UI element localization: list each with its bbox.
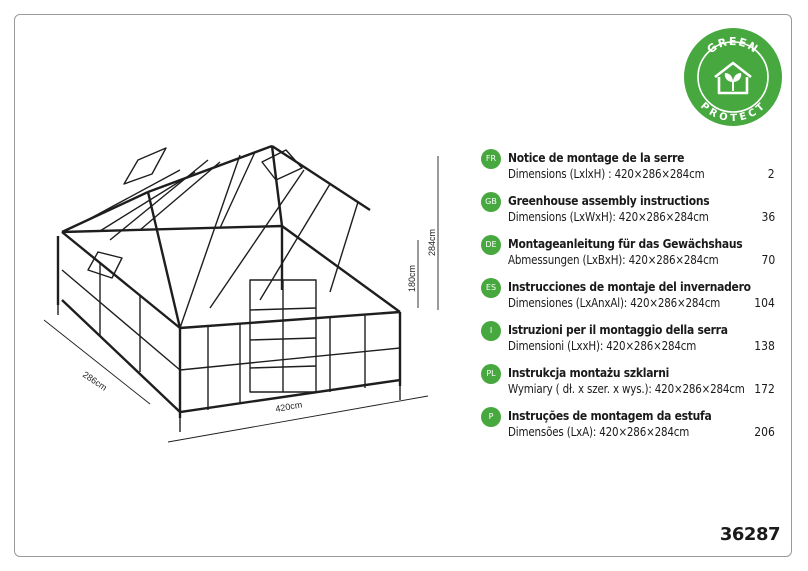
toc-title: Istruzioni per il montaggio della serra (508, 322, 728, 337)
toc-title: Montageanleitung für das Gewächshaus (508, 236, 743, 251)
language-badge: FR (481, 149, 501, 169)
language-badge: PL (481, 364, 501, 384)
toc-dimensions: Dimensioni (LxxH): 420×286×284cm (508, 339, 697, 353)
toc-item-gb: GB Greenhouse assembly instructions Dime… (481, 191, 781, 234)
toc-title: Greenhouse assembly instructions (508, 193, 710, 208)
toc-dimensions: Abmessungen (LxBxH): 420×286×284cm (508, 253, 719, 267)
toc-page-number: 138 (754, 339, 775, 353)
product-number: 36287 (719, 524, 781, 545)
toc-dimensions: Dimensions (LxWxH): 420×286×284cm (508, 210, 709, 224)
language-badge: GB (481, 192, 501, 212)
side-height-label: 180cm (407, 265, 417, 292)
toc-page-number: 206 (754, 425, 775, 439)
width-dimension-label: 286cm (81, 369, 109, 392)
length-dimension-label: 420cm (275, 399, 303, 414)
sprout-icon (724, 73, 742, 91)
toc-page-number: 70 (761, 253, 775, 267)
toc-item-es: ES Instrucciones de montaje del invernad… (481, 277, 781, 320)
toc-page-number: 2 (768, 167, 775, 181)
language-badge: ES (481, 278, 501, 298)
toc-dimensions: Wymiary ( dł. x szer. x wys.): 420×286×2… (508, 382, 745, 396)
language-badge: DE (481, 235, 501, 255)
total-height-label: 284cm (427, 229, 437, 256)
language-toc: FR Notice de montage de la serre Dimensi… (481, 148, 781, 449)
toc-item-it: I Istruzioni per il montaggio della serr… (481, 320, 781, 363)
toc-dimensions: Dimensões (LxA): 420×286×284cm (508, 425, 690, 439)
green-protect-logo: GREEN PROTECT (684, 28, 782, 126)
toc-title: Notice de montage de la serre (508, 150, 685, 165)
toc-page-number: 172 (754, 382, 775, 396)
toc-item-pl: PL Instrukcja montażu szklarni Wymiary (… (481, 363, 781, 406)
toc-item-fr: FR Notice de montage de la serre Dimensi… (481, 148, 781, 191)
toc-page-number: 36 (761, 210, 775, 224)
language-badge: I (481, 321, 501, 341)
toc-dimensions: Dimensiones (LxAnxAl): 420×286×284cm (508, 296, 721, 310)
language-badge: P (481, 407, 501, 427)
toc-page-number: 104 (754, 296, 775, 310)
toc-item-pt: P Instruções de montagem da estufa Dimen… (481, 406, 781, 449)
toc-title: Instrukcja montażu szklarni (508, 365, 670, 380)
toc-dimensions: Dimensions (LxlxH) : 420×286×284cm (508, 167, 705, 181)
greenhouse-icon (714, 61, 752, 95)
greenhouse-illustration: 286cm 420cm 284cm 180cm (43, 144, 439, 443)
page-frame (14, 14, 792, 557)
toc-item-de: DE Montageanleitung für das Gewächshaus … (481, 234, 781, 277)
toc-title: Instrucciones de montaje del invernadero (508, 279, 751, 294)
toc-title: Instruções de montagem da estufa (508, 408, 712, 423)
